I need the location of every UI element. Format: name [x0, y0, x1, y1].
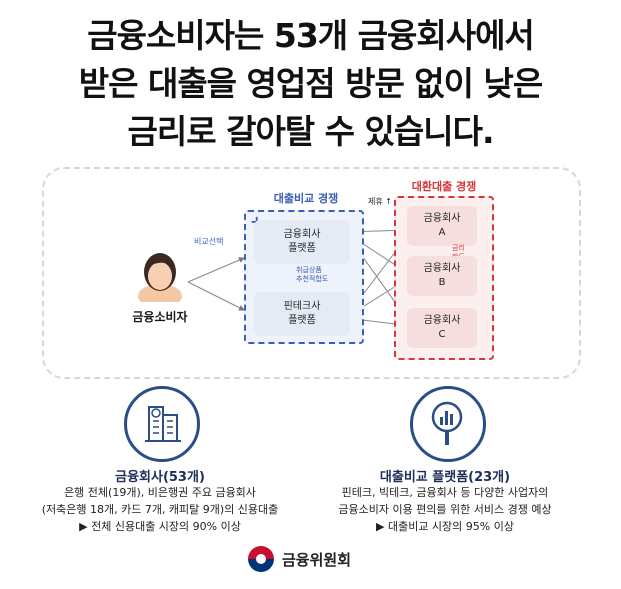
info-right-line3: ▶ 대출비교 시장의 95% 이상 [376, 520, 514, 533]
compare-select-label: 비교선택 [194, 237, 224, 246]
company-c-line1: 금융회사 [423, 315, 461, 326]
platform-a-line2: 플랫폼 [288, 243, 316, 254]
headline-line-1: 금융소비자는 53개 금융회사에서 [87, 16, 535, 55]
government-emblem [246, 544, 276, 574]
info-left-line3: ▶ 전체 신용대출 시장의 90% 이상 [79, 520, 241, 533]
partner-label: 제휴 ↑ [368, 197, 392, 206]
diagram-container [42, 167, 581, 379]
company-b-line1: 금융회사 [423, 263, 461, 274]
company-b: 금융회사 B [407, 256, 477, 296]
company-b-line2: B [438, 277, 446, 288]
consumer-label: 금융소비자 [132, 310, 188, 324]
between-note: 취급상품 추천적합도 [296, 266, 328, 284]
platform-fintech: 핀테크사 플랫폼 [254, 292, 350, 336]
between-note-line1: 취급상품 [296, 266, 322, 274]
company-c-line2: C [438, 329, 446, 340]
red-column-title: 대환대출 경쟁 [411, 180, 477, 193]
info-right-line2: 금융소비자 이용 편의를 위한 서비스 경쟁 예상 [338, 503, 552, 516]
headline-line-3: 금리로 갈아탈 수 있습니다. [127, 112, 495, 151]
between-note-line2: 추천적합도 [296, 275, 329, 283]
info-left-line1: 은행 전체(19개), 비은행권 주요 금융회사 [64, 486, 256, 499]
headline-line-2: 받은 대출을 영업점 방문 없이 낮은 [78, 64, 543, 103]
blue-column-title: 대출비교 경쟁 [273, 192, 339, 205]
magnifier-chart-icon [410, 386, 486, 462]
info-right-line1: 핀테크, 빅테크, 금융회사 등 다양한 사업자의 [341, 486, 549, 499]
footer-org-name: 금융위원회 [282, 551, 352, 569]
info-right-title: 대출비교 플랫폼(23개) [379, 470, 511, 485]
info-left-title: 금융회사(53개) [115, 470, 205, 485]
company-c: 금융회사 C [407, 308, 477, 348]
building-icon [124, 386, 200, 462]
company-a-line2: A [438, 227, 446, 238]
info-left-line2: (저축은행 18개, 카드 7개, 캐피탈 9개)의 신용대출 [41, 503, 279, 516]
company-a: 금융회사 A [407, 206, 477, 246]
platform-financial-company: 금융회사 플랫폼 [254, 220, 350, 264]
platform-a-line1: 금융회사 [283, 229, 321, 240]
platform-b-line2: 플랫폼 [288, 315, 316, 326]
platform-b-line1: 핀테크사 [283, 301, 321, 312]
consumer-avatar [136, 246, 184, 308]
company-a-line1: 금융회사 [423, 213, 461, 224]
rate-limit-line1: 금리 [452, 244, 465, 252]
